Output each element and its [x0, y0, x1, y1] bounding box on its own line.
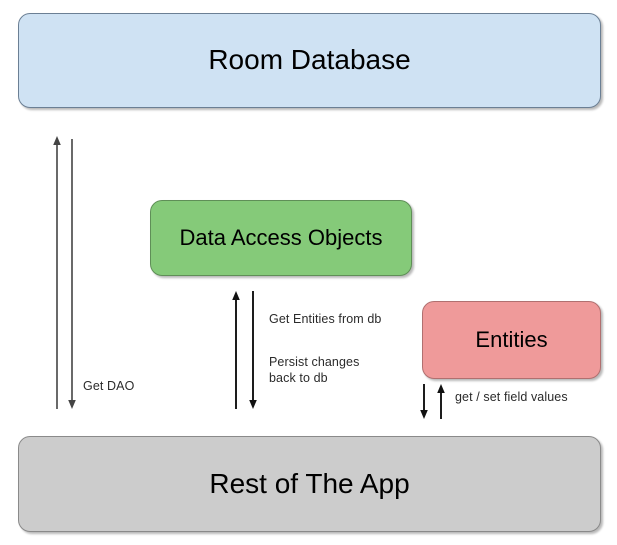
connector-label-get-set-field-values: get / set field values — [455, 390, 568, 404]
connector-label-get-entities-from-db: Get Entities from db — [269, 312, 382, 326]
node-entities[interactable]: Entities — [422, 301, 601, 379]
connector-label-get-dao: Get DAO — [83, 379, 135, 393]
node-room-database[interactable]: Room Database — [18, 13, 601, 108]
connector-arrow-app-to-entities[interactable] — [437, 384, 445, 419]
node-rest-of-the-app[interactable]: Rest of The App — [18, 436, 601, 532]
connector-arrow-app-to-room[interactable] — [53, 136, 61, 409]
node-entities-label: Entities — [475, 326, 548, 352]
connector-arrow-entities-to-app[interactable] — [420, 384, 428, 419]
connector-arrow-dao-to-app[interactable] — [249, 291, 257, 409]
connector-arrow-room-to-app[interactable] — [68, 139, 76, 409]
node-data-access-objects-label: Data Access Objects — [179, 224, 383, 250]
connector-arrow-app-to-dao[interactable] — [232, 291, 240, 409]
connector-label-persist-changes: Persist changes back to db — [269, 355, 360, 385]
node-rest-of-the-app-label: Rest of The App — [209, 467, 410, 499]
node-data-access-objects[interactable]: Data Access Objects — [150, 200, 412, 276]
node-room-database-label: Room Database — [208, 44, 411, 76]
